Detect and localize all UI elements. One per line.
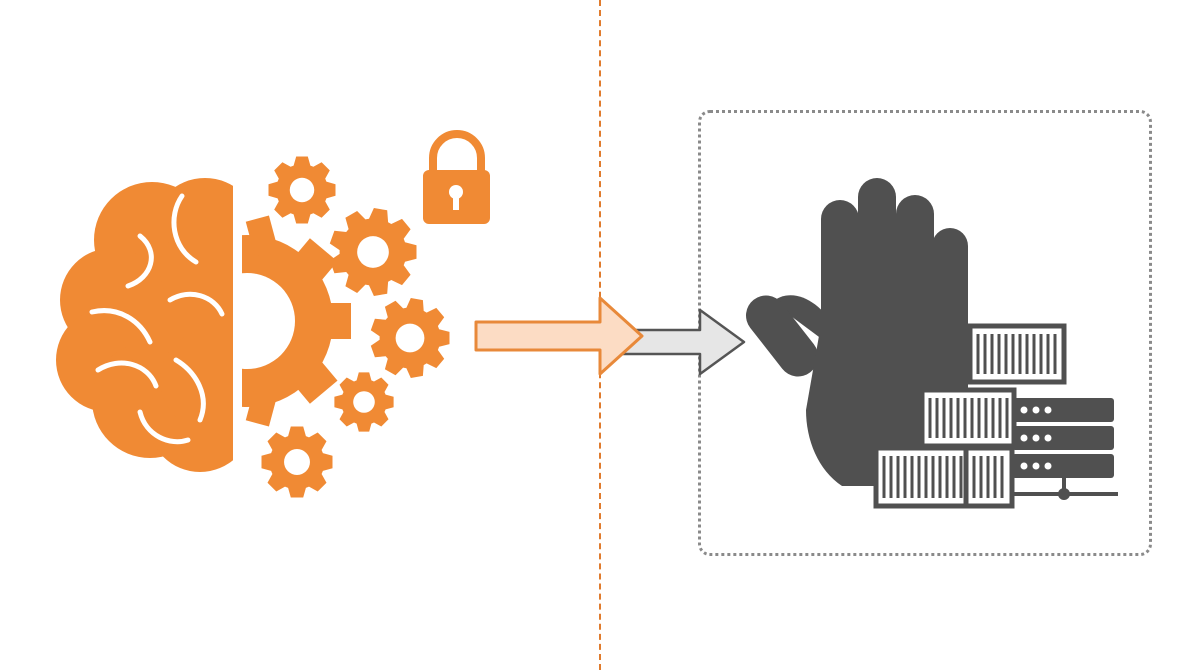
orange-arrow-icon xyxy=(474,296,644,376)
gear-icon xyxy=(334,372,394,432)
gray-arrow-icon xyxy=(618,308,746,376)
container-box xyxy=(873,445,971,509)
gear-icon xyxy=(268,156,336,224)
gear-icon xyxy=(261,426,333,498)
large-half-gear-icon xyxy=(242,215,351,427)
container-box xyxy=(963,445,1015,509)
gear-icon xyxy=(329,208,417,296)
gear-icon xyxy=(370,298,450,378)
brain-icon xyxy=(56,178,233,472)
container-stack-icon xyxy=(873,323,1067,509)
small-gears-group xyxy=(261,156,450,498)
server-rack-icon xyxy=(1012,398,1118,500)
container-box xyxy=(967,323,1067,385)
padlock-icon xyxy=(423,130,490,224)
container-box xyxy=(919,387,1017,449)
